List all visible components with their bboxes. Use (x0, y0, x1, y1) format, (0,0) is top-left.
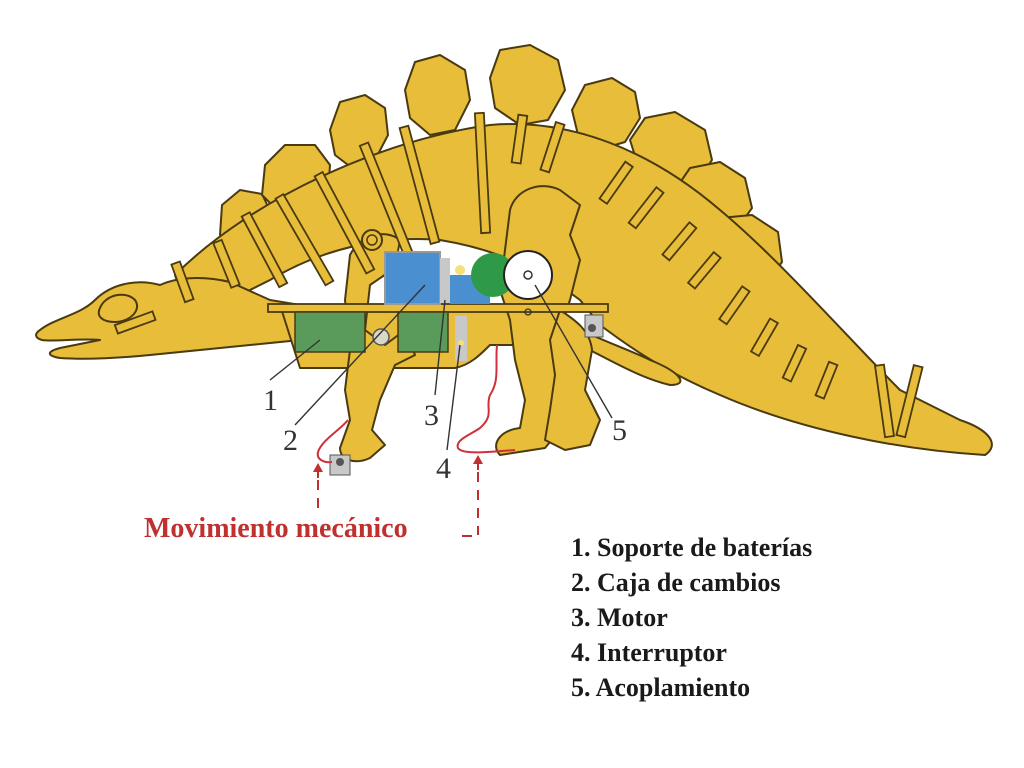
leader-5 (534, 284, 613, 419)
slot (212, 238, 241, 289)
legend-item-motor: 3. Motor (571, 603, 668, 632)
slot (473, 111, 492, 235)
gear-axle (523, 270, 533, 280)
slot (170, 260, 195, 304)
plate (489, 44, 566, 126)
switch (455, 316, 467, 361)
slot (240, 211, 289, 289)
gearbox-pivot (372, 328, 390, 346)
slot (598, 160, 634, 205)
leader-1 (269, 339, 321, 381)
rear-leg-right (544, 309, 601, 451)
switch-knob (458, 340, 464, 346)
slot (781, 343, 808, 383)
legend: 1. Soporte de baterías 2. Caja de cambio… (571, 530, 812, 705)
motion-arrows (313, 455, 483, 537)
slot (895, 364, 924, 439)
pivot-top-inner (366, 234, 378, 246)
callout-2: 2 (283, 424, 298, 457)
callout-5: 5 (612, 414, 627, 447)
slot (661, 221, 698, 262)
leader-2 (294, 284, 426, 426)
arrow-head (473, 455, 483, 464)
slot (874, 363, 895, 439)
slot (814, 360, 839, 400)
motor-cap (440, 258, 450, 303)
legend-item-gearbox: 2. Caja de cambios (571, 568, 781, 597)
arrow-head (313, 463, 323, 472)
callout-1: 1 (263, 384, 278, 417)
slot (749, 317, 780, 358)
slot (313, 170, 376, 275)
slot (274, 192, 335, 287)
slot (510, 113, 529, 165)
motor-shaft (455, 265, 465, 275)
legend-item-battery-holder: 1. Soporte de baterías (571, 533, 813, 562)
slot (686, 250, 722, 290)
plate (329, 94, 389, 169)
motor-body (384, 251, 441, 305)
white-gear (503, 250, 553, 300)
slot (398, 124, 441, 246)
leader-lines (269, 284, 613, 451)
head-eye-socket (97, 293, 138, 324)
slot (539, 120, 566, 174)
clip-screw (588, 324, 596, 332)
base-platform (267, 303, 609, 313)
leader-3 (434, 299, 446, 396)
callout-3: 3 (424, 399, 439, 432)
slot (627, 185, 665, 230)
green-gear (471, 253, 515, 297)
motion-label: Movimiento mecánico (144, 513, 408, 544)
slot (717, 285, 751, 326)
head-slot (113, 310, 157, 335)
clip-screw (336, 458, 344, 466)
spine-slots (170, 111, 924, 439)
battery-cell (294, 311, 366, 353)
head (35, 277, 301, 360)
plate (404, 54, 471, 136)
rear-pivot (524, 308, 532, 316)
legend-item-coupling: 5. Acoplamiento (571, 673, 751, 702)
callout-4: 4 (436, 452, 451, 485)
leader-4 (446, 344, 461, 451)
pivot-top (361, 229, 383, 251)
legend-item-switch: 4. Interruptor (571, 638, 727, 667)
front-wire (316, 419, 349, 464)
rear-wire (456, 344, 516, 454)
